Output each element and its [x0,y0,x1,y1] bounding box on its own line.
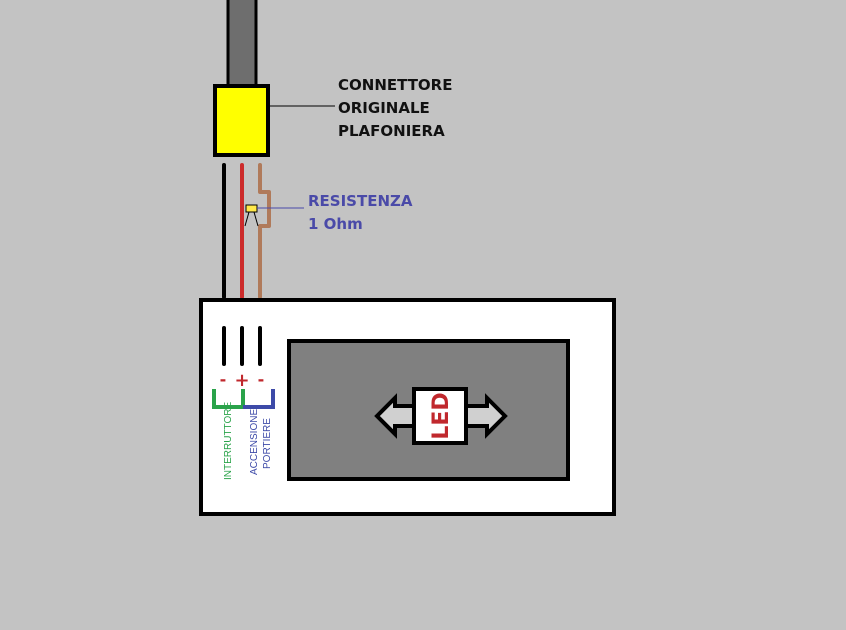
door-label-1: ACCENSIONE [249,409,260,475]
connector-label-3: PLAFONIERA [338,122,445,140]
wire-brown [258,163,271,299]
led-label: LED [429,392,454,439]
original-connector [213,84,270,157]
door-bracket [243,389,275,409]
connector-label-1: CONNETTORE [338,76,452,94]
resistor-label: RESISTENZA [308,192,413,210]
resistor-value: 1 Ohm [308,215,363,233]
polarity-minus-2: - [258,370,265,389]
resistor-lead-left [244,211,250,227]
switch-label: INTERRUTTORE [223,402,234,480]
polarity-plus: + [234,370,249,391]
resistor [245,204,258,213]
original-cable [226,0,258,89]
led-chip [412,387,468,445]
resistor-lead-right [253,211,259,227]
switch-bracket [212,389,245,409]
connector-label-2: ORIGINALE [338,99,430,117]
door-label-2: PORTIERE [262,418,273,469]
polarity-minus-1: - [220,370,227,389]
